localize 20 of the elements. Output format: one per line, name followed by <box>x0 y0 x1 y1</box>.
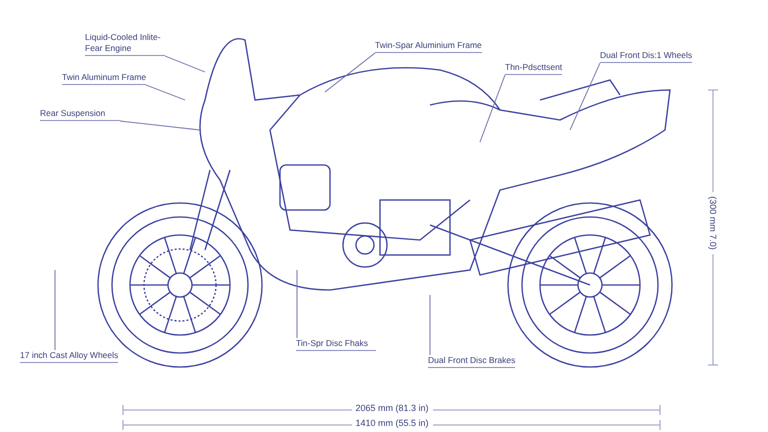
callout-label: Twin-Spar Aluminium Frame <box>375 40 482 53</box>
callout-label: Rear Suspension <box>40 108 120 121</box>
callout-label: 17 inch Cast Alloy Wheels <box>20 350 118 363</box>
callout-label: Twin Aluminum Frame <box>62 72 146 85</box>
callout-label: Dual Front Disc Brakes <box>428 355 516 368</box>
dimension-label: (300 mm 7.0) <box>708 192 718 254</box>
leader-line <box>296 270 298 338</box>
leader-line <box>146 84 186 100</box>
leader-line <box>120 120 200 130</box>
callout-label: Liquid-Cooled Inlite-Fear Engine <box>85 32 165 56</box>
callout-label: Dual Front Dis:1 Wheels <box>600 50 692 63</box>
callout-label: Tin-Spr Disc Fhaks <box>296 338 376 351</box>
leader-line <box>480 74 506 142</box>
leader-line <box>164 56 206 72</box>
callout-label: Thn-Pdscttsent <box>505 62 562 75</box>
leader-line <box>54 270 56 350</box>
dimension-label: 1410 mm (55.5 in) <box>352 418 433 428</box>
dimension-label: 2065 mm (81.3 in) <box>352 403 433 413</box>
leader-line <box>570 62 600 130</box>
leader-line <box>324 52 376 92</box>
